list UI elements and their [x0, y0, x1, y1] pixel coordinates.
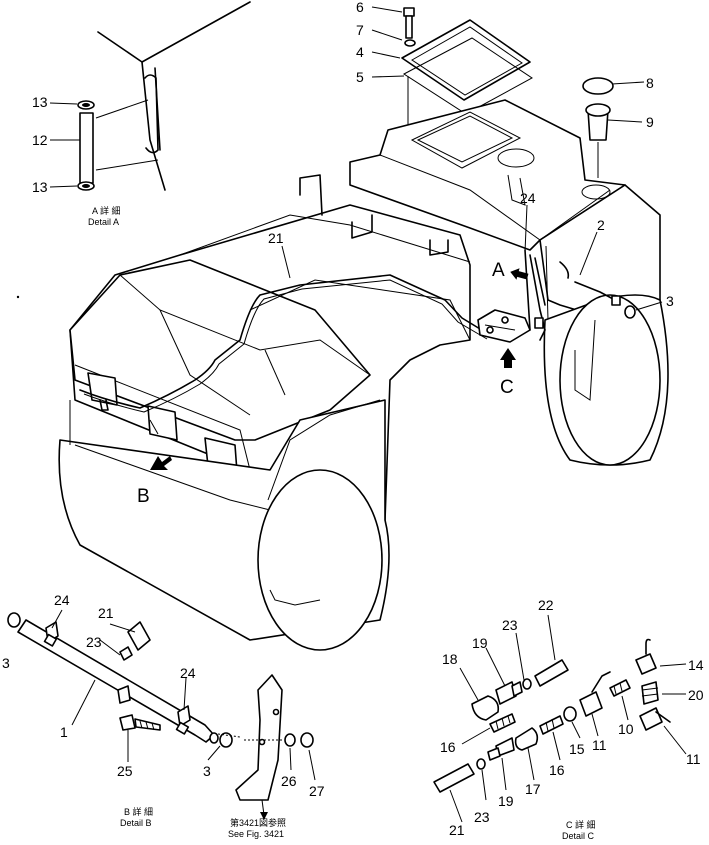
detail-a-label-en: Detail A: [88, 217, 119, 227]
callout-c-23-bottom: 23: [474, 809, 490, 825]
detail-b-label-jp: B 詳 細: [124, 806, 153, 817]
view-letter-c: C: [500, 377, 514, 398]
callout-a-13b: 13: [32, 179, 48, 195]
detail-b-label-en: Detail B: [120, 818, 152, 828]
detail-a: 13 12 13 A 詳 細 Detail A: [32, 1, 251, 227]
callout-b-3-left: 3: [2, 655, 10, 671]
view-letter-a: A: [492, 260, 505, 281]
ref-fig-label-en: See Fig. 3421: [228, 829, 284, 839]
callout-b-24b: 24: [180, 665, 196, 681]
callout-b-27: 27: [309, 783, 325, 799]
callout-b-1: 1: [60, 724, 68, 740]
callout-c-14: 14: [688, 657, 704, 673]
view-arrow-b: B: [137, 456, 172, 507]
callout-b-25: 25: [117, 763, 133, 779]
tube-12: [79, 112, 94, 184]
plug-3-left: [7, 612, 21, 628]
callout-c-18: 18: [442, 651, 458, 667]
callout-a-12: 12: [32, 132, 48, 148]
callout-b-26: 26: [281, 773, 297, 789]
detail-c-label-en: Detail C: [562, 831, 595, 841]
callout-9: 9: [646, 114, 654, 130]
callout-c-23-top: 23: [502, 617, 518, 633]
cap-8: [582, 77, 614, 95]
callout-21-top: 21: [268, 230, 284, 246]
bracket: [235, 674, 283, 801]
hose-22: [534, 659, 569, 687]
callout-c-19-top: 19: [472, 635, 488, 651]
callout-b-24a: 24: [54, 592, 70, 608]
pipe-1: [17, 619, 215, 743]
hose-21-end: [127, 621, 151, 651]
plug-3-top: [624, 305, 636, 319]
tee-17: [514, 727, 539, 751]
view-arrow-c: C: [500, 348, 516, 398]
gasket-5: [403, 37, 533, 115]
cover-4: [401, 19, 531, 101]
callout-c-11-left: 11: [592, 737, 607, 753]
callout-2: 2: [597, 217, 605, 233]
callout-24-top: 24: [520, 190, 536, 206]
elbow-18: [471, 695, 500, 721]
callout-4: 4: [356, 44, 364, 60]
callout-c-10: 10: [618, 721, 634, 737]
callout-8: 8: [646, 75, 654, 91]
callout-7: 7: [356, 22, 364, 38]
callout-c-15: 15: [569, 741, 585, 757]
callout-6: 6: [356, 0, 364, 15]
callout-5: 5: [356, 69, 364, 85]
detail-c: 22 23 19 18 16 19 23 21 17 16 15 11 10 1…: [433, 597, 704, 841]
callout-c-22: 22: [538, 597, 554, 613]
ref-fig-label-jp: 第3421図参照: [230, 817, 286, 828]
roller-machine: [58, 7, 669, 651]
callout-3-top: 3: [666, 293, 674, 309]
view-letter-b: B: [137, 486, 150, 507]
view-arrow-a: A: [492, 260, 529, 281]
callout-c-20: 20: [688, 687, 704, 703]
callout-c-11-right: 11: [686, 751, 701, 767]
callout-c-19-bottom: 19: [498, 793, 514, 809]
callout-b-23: 23: [86, 634, 102, 650]
callout-c-16-right: 16: [549, 762, 565, 778]
detail-c-label-jp: C 詳 細: [566, 819, 596, 830]
callout-b-21: 21: [98, 605, 114, 621]
callout-c-16-left: 16: [440, 739, 456, 755]
top-callouts: 6 7 4 5 8 9 24 2 3 21: [268, 0, 674, 311]
callout-a-13: 13: [32, 94, 48, 110]
detail-b: 24 21 23 24 3 1 25 3 26 27 B 詳 細 Detail …: [2, 592, 325, 839]
detail-a-label-jp: A 詳 細: [92, 205, 121, 216]
callout-b-3: 3: [203, 763, 211, 779]
callout-c-21: 21: [449, 822, 465, 838]
hose-21-bottom: [433, 763, 475, 793]
callout-c-17: 17: [525, 781, 541, 797]
